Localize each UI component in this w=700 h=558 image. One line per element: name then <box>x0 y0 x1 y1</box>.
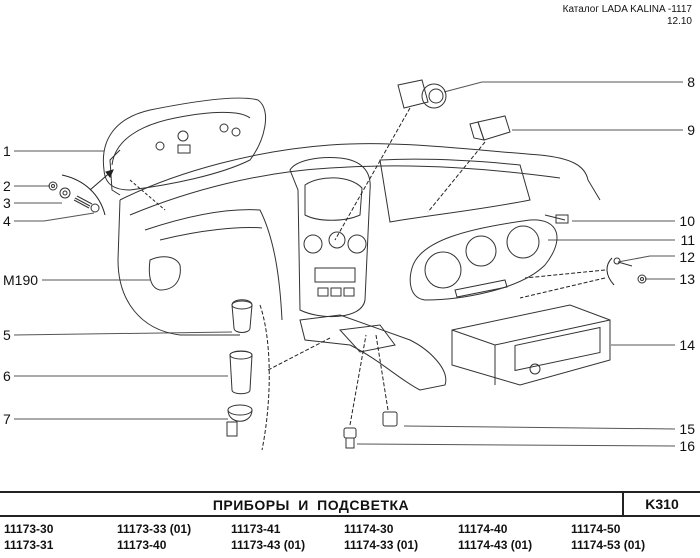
part-12-screw <box>613 257 633 267</box>
part-10-bulb <box>544 214 569 224</box>
model-code: 11174-33 (01) <box>344 538 419 552</box>
part-2-nut <box>48 181 58 191</box>
model-code: 11173-31 <box>4 538 54 552</box>
model-code: 11174-30 <box>344 522 394 536</box>
bracket-arc-parts-5-7 <box>259 304 270 451</box>
catalog-header: Каталог LADA KALINA -1117 12.10 <box>563 4 692 28</box>
callout-4: 4 <box>3 213 11 229</box>
part-7-socket <box>226 404 253 437</box>
callout-1: 1 <box>3 143 11 159</box>
model-code: 11173-43 (01) <box>231 538 306 552</box>
catalog-date: 12.10 <box>666 16 692 27</box>
section-title-bar: ПРИБОРЫ И ПОДСВЕТКА K310 <box>0 491 700 517</box>
section-code: K310 <box>622 493 700 515</box>
callout-7: 7 <box>3 411 11 427</box>
part-9-relay <box>469 115 511 141</box>
callout-9: 9 <box>687 122 695 138</box>
dashed-arrow-m190 <box>129 179 166 211</box>
callout-15: 15 <box>679 421 695 437</box>
part-14-radio <box>451 304 611 386</box>
part-6-lighter <box>229 350 253 395</box>
model-column: 11174-30 11174-33 (01) <box>344 521 418 553</box>
callout-m190: M190 <box>3 272 39 288</box>
callout-10: 10 <box>679 213 695 229</box>
callout-14: 14 <box>679 337 695 353</box>
part-3-washer <box>59 187 71 199</box>
arrow-to-cluster <box>89 169 114 191</box>
callout-6: 6 <box>3 368 11 384</box>
callout-3: 3 <box>3 195 11 211</box>
dashed-arrow-5-7 <box>267 337 331 371</box>
model-column: 11173-41 11173-43 (01) <box>231 521 305 553</box>
model-code: 11174-53 (01) <box>571 538 646 552</box>
model-code: 11173-30 <box>4 522 54 536</box>
model-code: 11174-40 <box>458 522 508 536</box>
dashed-arrow-8 <box>334 107 411 241</box>
part-4-screw <box>73 195 100 213</box>
callout-13: 13 <box>679 271 695 287</box>
model-code: 11174-43 (01) <box>458 538 533 552</box>
callout-11: 11 <box>680 232 695 248</box>
model-column: 11174-40 11174-43 (01) <box>458 521 532 553</box>
leader-lines-left <box>13 150 233 420</box>
part-16-switch <box>343 427 357 449</box>
part-15-switch <box>382 411 398 427</box>
dashed-arrows-15-16 <box>349 334 389 426</box>
model-column: 11173-33 (01) 11173-40 <box>117 521 191 553</box>
callout-2: 2 <box>3 178 11 194</box>
catalog-title: Каталог LADA KALINA -1117 <box>562 4 692 15</box>
dashboard-panel <box>117 143 601 391</box>
callout-5: 5 <box>3 327 11 343</box>
dashed-arrow-9 <box>427 141 486 213</box>
bracket-arc-right <box>606 257 615 286</box>
part-5-switch <box>231 299 253 333</box>
model-column: 11173-30 11173-31 <box>4 521 53 553</box>
model-column: 11174-50 11174-53 (01) <box>571 521 645 553</box>
part-13-washer <box>637 274 647 284</box>
leader-lines-right <box>356 81 683 447</box>
part-11-cluster-housing <box>409 219 558 301</box>
dashed-arrows-11 <box>519 269 606 299</box>
callout-16: 16 <box>679 438 695 454</box>
callout-12: 12 <box>679 249 695 265</box>
part-8-switch-knob <box>397 79 447 109</box>
model-code: 11173-41 <box>231 522 281 536</box>
callout-8: 8 <box>687 74 695 90</box>
model-code: 11173-33 (01) <box>117 522 192 536</box>
exploded-parts-diagram <box>13 79 683 451</box>
section-title: ПРИБОРЫ И ПОДСВЕТКА <box>212 497 410 513</box>
model-code: 11173-40 <box>117 538 167 552</box>
model-code: 11174-50 <box>571 522 621 536</box>
